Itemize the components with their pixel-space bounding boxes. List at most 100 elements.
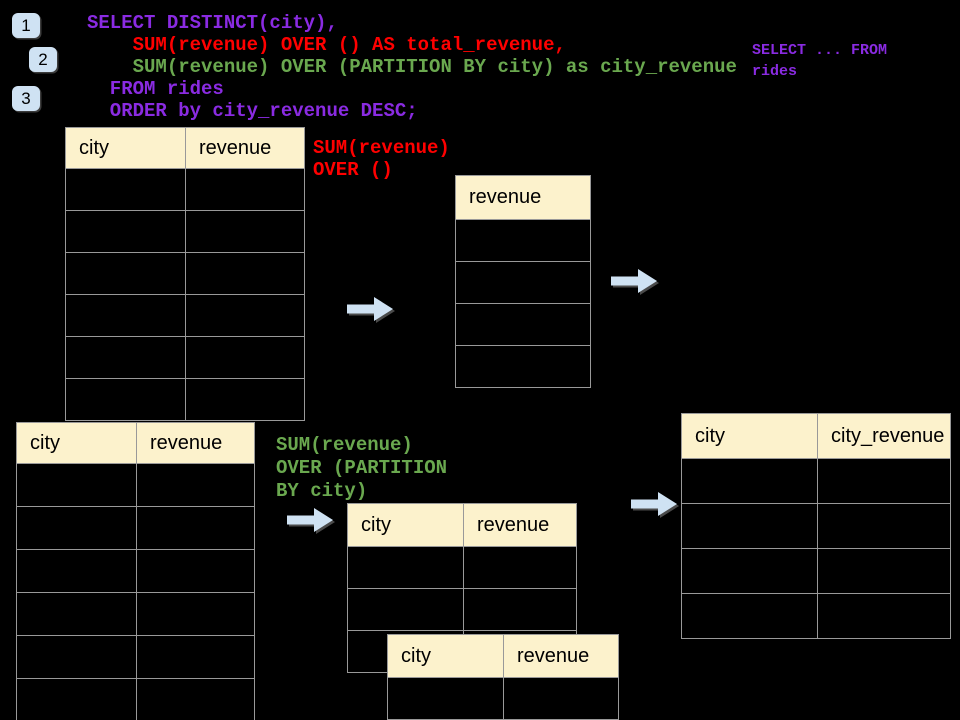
arrow-right-icon (631, 492, 677, 516)
table-row (456, 303, 590, 345)
table-cell (137, 507, 254, 549)
step-badge-2: 2 (29, 47, 57, 72)
table-partition-overlap: city revenue (387, 634, 619, 720)
annotation-select-from-rides: SELECT ... FROM rides (752, 42, 888, 80)
table-cell (186, 253, 304, 294)
table-cell (17, 593, 137, 635)
table-row (682, 593, 950, 638)
sql-line-select: SELECT DISTINCT(city), (87, 12, 338, 34)
column-header-city: city (66, 128, 186, 168)
table-partition-mid: city revenue (347, 503, 577, 673)
step-badge-2-label: 2 (38, 49, 48, 69)
table-cell (66, 169, 186, 210)
table-source-top-header: city revenue (66, 128, 304, 168)
table-cell (137, 550, 254, 592)
table-row (66, 294, 304, 336)
table-partition-mid-header: city revenue (348, 504, 576, 546)
table-cell (682, 504, 818, 548)
table-cell (17, 507, 137, 549)
table-row (66, 252, 304, 294)
table-cell (456, 304, 590, 345)
table-result-city-revenue-header: city city_revenue (682, 414, 950, 458)
table-cell (348, 589, 464, 630)
table-row (17, 635, 254, 678)
table-row (17, 678, 254, 720)
table-cell (818, 549, 950, 593)
column-header-revenue: revenue (517, 644, 590, 667)
table-partition-overlap-header: city revenue (388, 635, 618, 677)
step-badge-1: 1 (12, 13, 40, 38)
table-source-top-body (66, 168, 304, 420)
table-cell (818, 504, 950, 548)
table-cell (818, 594, 950, 638)
table-cell (186, 337, 304, 378)
table-source-top: city revenue (65, 127, 305, 421)
table-row (348, 546, 576, 588)
table-cell (682, 549, 818, 593)
table-total-revenue: revenue (455, 175, 591, 388)
table-row (456, 261, 590, 303)
table-cell (66, 337, 186, 378)
annotation-sum-over-partition: SUM(revenue) OVER (PARTITION BY city) (276, 434, 448, 502)
table-row (17, 506, 254, 549)
table-cell (17, 636, 137, 678)
table-partition-overlap-body (388, 677, 618, 720)
table-cell (137, 593, 254, 635)
table-row (66, 168, 304, 210)
table-cell (66, 295, 186, 336)
sql-code-block: SELECT DISTINCT(city), SUM(revenue) OVER… (87, 12, 737, 122)
table-cell (66, 253, 186, 294)
sql-line-sum-over-partition: SUM(revenue) OVER (PARTITION BY city) as… (87, 56, 737, 78)
table-row (682, 548, 950, 593)
table-total-revenue-header: revenue (456, 176, 590, 219)
table-result-city-revenue-body (682, 458, 950, 638)
sql-line-sum-over-all: SUM(revenue) OVER () AS total_revenue, (87, 34, 566, 56)
table-row (456, 219, 590, 261)
table-cell (818, 459, 950, 503)
table-cell (186, 295, 304, 336)
table-cell (682, 459, 818, 503)
column-header-revenue: revenue (199, 136, 272, 159)
table-cell (66, 379, 186, 420)
column-header-city: city (682, 414, 818, 458)
table-cell (186, 169, 304, 210)
table-source-bottom: city revenue (16, 422, 255, 720)
table-row (682, 503, 950, 548)
table-row (66, 378, 304, 420)
table-cell (682, 594, 818, 638)
column-header-revenue: revenue (150, 431, 223, 454)
table-cell (17, 550, 137, 592)
table-cell (17, 679, 137, 720)
table-cell (388, 678, 504, 719)
table-cell (464, 547, 576, 588)
table-cell (456, 220, 590, 261)
table-cell (464, 589, 576, 630)
column-header-city-revenue: city_revenue (831, 424, 945, 447)
table-total-revenue-body (456, 219, 590, 387)
arrow-right-icon (611, 269, 657, 293)
table-cell (137, 464, 254, 506)
table-row (388, 677, 618, 719)
table-cell (456, 262, 590, 303)
table-row (17, 592, 254, 635)
step-badge-3-label: 3 (21, 88, 31, 108)
table-row (66, 336, 304, 378)
table-cell (66, 211, 186, 252)
table-cell (504, 678, 618, 719)
step-badge-3: 3 (12, 86, 40, 111)
table-source-bottom-body (17, 463, 254, 720)
arrow-right-icon (347, 297, 393, 321)
sql-line-from: FROM rides (87, 78, 224, 100)
table-cell (186, 379, 304, 420)
table-row (17, 549, 254, 592)
annotation-sum-over-all: SUM(revenue) OVER () (313, 137, 450, 181)
table-cell (348, 547, 464, 588)
column-header-revenue: revenue (469, 186, 542, 208)
column-header-revenue: revenue (477, 513, 550, 536)
step-badge-1-label: 1 (21, 15, 31, 35)
table-row (66, 210, 304, 252)
table-result-city-revenue: city city_revenue (681, 413, 951, 639)
table-cell (456, 346, 590, 387)
table-source-bottom-header: city revenue (17, 423, 254, 463)
